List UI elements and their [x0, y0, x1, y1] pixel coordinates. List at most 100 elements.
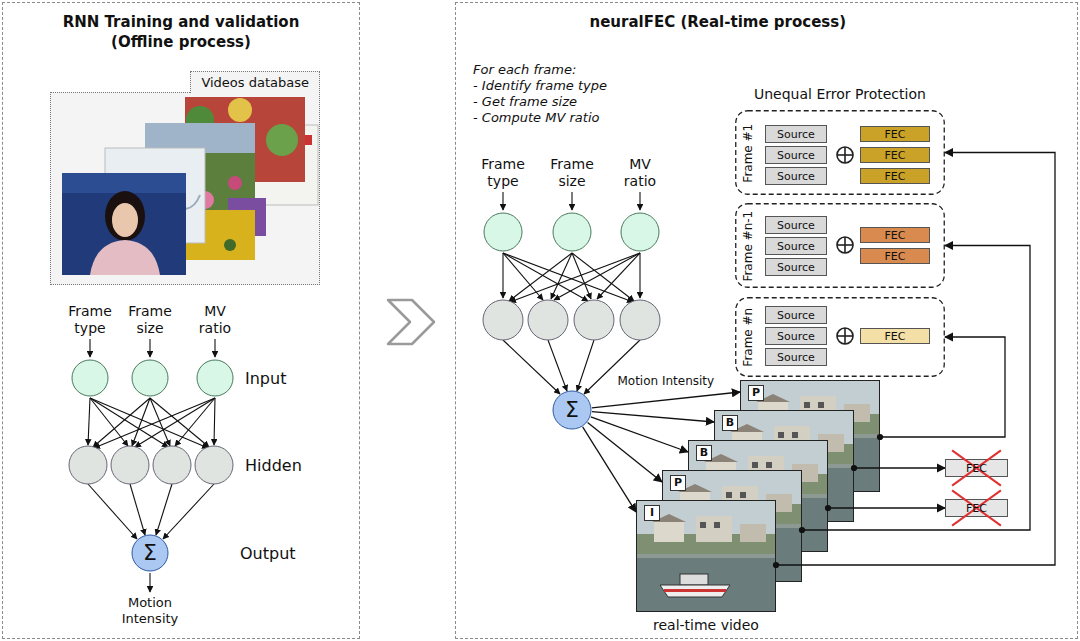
- network-links: [503, 192, 640, 394]
- thumbnail-detail: [228, 98, 252, 122]
- input-neuron: Frame size: [131, 359, 169, 397]
- plus-circle: [837, 237, 853, 253]
- link: [130, 484, 145, 535]
- frame-type-letter: I: [644, 505, 660, 521]
- packet-label: FEC: [966, 503, 987, 514]
- neuron-shape: [71, 359, 109, 397]
- video-frame: P: [662, 470, 802, 582]
- frame-group: Frame #nSourceSourceSourceFEC: [735, 297, 945, 377]
- anchor-face: [112, 203, 138, 237]
- cross-line: [952, 490, 1001, 525]
- hidden-neuron: [483, 300, 523, 340]
- anchor-jacket: [90, 240, 160, 275]
- fec-packet: FEC: [860, 126, 930, 142]
- source-packet: Source: [765, 348, 827, 366]
- packet-label: FEC: [885, 331, 906, 342]
- neuron-circle: [132, 535, 168, 571]
- input-label: MV ratio: [187, 303, 243, 337]
- neuron-shape: [131, 359, 169, 397]
- text-label: Output: [240, 544, 296, 563]
- source-packet: Source: [765, 216, 827, 234]
- packet-label: Source: [777, 171, 815, 182]
- text-label: - Identify frame type: [473, 78, 607, 94]
- neuron-shape: [620, 212, 660, 252]
- packet-label: FEC: [885, 230, 906, 241]
- hidden-neuron: [153, 446, 191, 484]
- connector: [592, 392, 740, 408]
- link: [510, 253, 640, 302]
- source-packet: Source: [765, 258, 827, 276]
- link: [577, 340, 594, 391]
- thumbnail-detail: [224, 239, 236, 251]
- link: [90, 398, 208, 448]
- packet-label: Source: [777, 331, 815, 342]
- hidden-neuron: [574, 300, 614, 340]
- text-label: Motion Intensity: [110, 595, 190, 626]
- packet-label: FEC: [885, 129, 906, 140]
- packet-label: FEC: [966, 463, 987, 474]
- connector: [854, 467, 945, 468]
- input-label: Frame size: [544, 156, 600, 190]
- frame-group-label: Frame #1: [741, 123, 755, 182]
- text-label: real-time video: [653, 617, 759, 634]
- cross-line: [952, 490, 1001, 525]
- fec-packet: FEC: [860, 328, 930, 344]
- packet-label: Source: [777, 150, 815, 161]
- frame-type-letter: P: [748, 385, 764, 401]
- link: [503, 253, 633, 302]
- plus-circle: [837, 147, 853, 163]
- connectors: [583, 153, 1055, 566]
- packet-label: Source: [777, 310, 815, 321]
- process-arrow: [388, 300, 434, 344]
- dashed-outline: [736, 298, 945, 377]
- packet-label: Source: [777, 241, 815, 252]
- text-label: For each frame:: [473, 62, 576, 78]
- link: [135, 398, 215, 447]
- link: [150, 398, 170, 446]
- packet-label: FEC: [885, 150, 906, 161]
- link: [554, 253, 640, 300]
- source-packet: Source: [765, 146, 827, 164]
- sum-symbol: Σ: [565, 399, 579, 421]
- packet-label: FEC: [885, 171, 906, 182]
- cross-line: [952, 450, 1001, 485]
- panel-title: neuralFEC (Real-time process): [590, 13, 847, 33]
- link: [502, 253, 503, 298]
- neuron-circle: [132, 360, 168, 396]
- text-label: Input: [245, 369, 286, 388]
- frame-type-letter: P: [670, 475, 686, 491]
- source-packet: Source: [765, 125, 827, 143]
- input-arrow: [149, 339, 150, 357]
- link: [639, 253, 640, 298]
- connector: [802, 246, 1030, 531]
- sum-neuron: Σ: [552, 390, 592, 430]
- hidden-neuron: [69, 446, 107, 484]
- thumbnail-news-anchor: [62, 173, 186, 275]
- thumbnail-detail: [228, 176, 242, 190]
- dropped-fec-packet: FEC: [945, 459, 1008, 477]
- text-label: Hidden: [245, 456, 302, 475]
- link: [175, 398, 215, 446]
- connector: [828, 507, 945, 508]
- video-frame-picture: [636, 500, 776, 612]
- output-arrow: [149, 573, 150, 592]
- plus-bar: [844, 147, 846, 163]
- link: [156, 484, 172, 535]
- link: [163, 484, 214, 539]
- link: [214, 398, 215, 445]
- link: [548, 340, 567, 391]
- link: [572, 253, 634, 301]
- plus-bar: [844, 328, 846, 344]
- plus-circle: [837, 328, 853, 344]
- packet-label: Source: [777, 129, 815, 140]
- frame-group: Frame #n-1SourceSourceSourceFECFEC: [735, 203, 945, 288]
- database-ground: [50, 92, 320, 285]
- packet-label: Source: [777, 352, 815, 363]
- hidden-neuron: [528, 300, 568, 340]
- dashed-outline: [736, 204, 945, 288]
- thumbnail-detail: [62, 173, 186, 193]
- hidden-neuron: [195, 446, 233, 484]
- connector: [592, 412, 714, 422]
- neuron-circle: [484, 213, 522, 251]
- video-frame: B: [714, 410, 854, 522]
